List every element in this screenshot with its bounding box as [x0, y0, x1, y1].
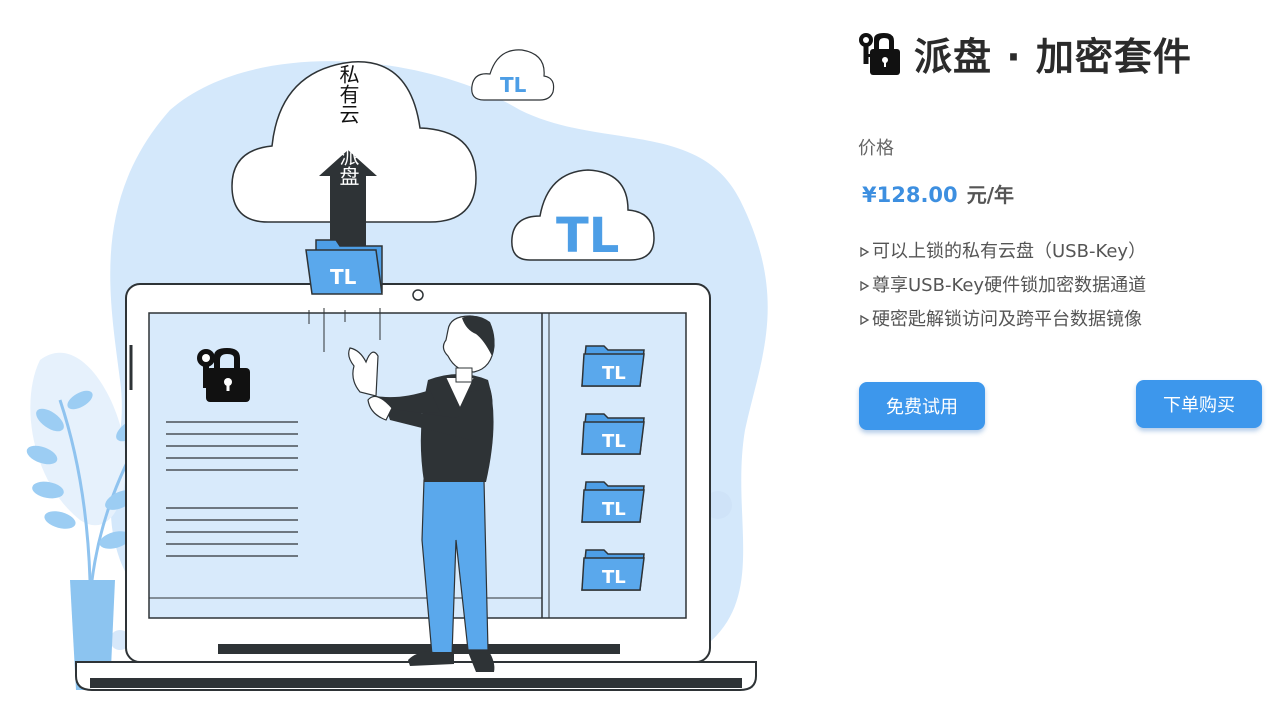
- svg-text:TL: TL: [602, 363, 626, 384]
- feature-text: 尊享USB-Key硬件锁加密数据通道: [872, 275, 1147, 296]
- price-row: ¥128.00 元/年: [862, 179, 1014, 208]
- logo-cloud-small: TL: [471, 49, 555, 101]
- folder-icon: TL: [581, 481, 645, 523]
- svg-text:TL: TL: [330, 265, 357, 289]
- padlock-key-icon: [859, 32, 900, 75]
- price-label: 价格: [858, 138, 894, 159]
- free-trial-button[interactable]: 免费试用: [859, 382, 985, 430]
- svg-text:TL: TL: [602, 499, 626, 520]
- feature-item: 可以上锁的私有云盘（USB-Key）: [858, 239, 1146, 273]
- cloud-label-private: 私有云: [336, 64, 360, 124]
- triangle-right-icon: [860, 280, 870, 292]
- feature-text: 硬密匙解锁访问及跨平台数据镜像: [872, 309, 1142, 330]
- product-panel: 派盘 · 加密套件 价格 ¥128.00 元/年 可以上锁的私有云盘（USB-K…: [858, 22, 1263, 442]
- feature-text: 可以上锁的私有云盘（USB-Key）: [872, 241, 1147, 262]
- feature-list: 可以上锁的私有云盘（USB-Key） 尊享USB-Key硬件锁加密数据通道 硬密…: [858, 239, 1146, 341]
- upload-folder-icon: TL: [305, 239, 383, 295]
- folder-icon: TL: [581, 549, 645, 591]
- hero-illustration: TL TL TL TL 私有云 派盘 TL TL TL: [26, 49, 768, 691]
- triangle-right-icon: [860, 246, 870, 258]
- laptop: [75, 283, 757, 691]
- title-row: 派盘 · 加密套件: [858, 26, 1192, 81]
- padlock-key-icon: [197, 348, 250, 402]
- buy-button[interactable]: 下单购买: [1136, 380, 1262, 428]
- arrow-label: 派盘: [336, 146, 360, 186]
- product-title: 派盘 · 加密套件: [914, 35, 1192, 79]
- triangle-right-icon: [860, 314, 870, 326]
- private-cloud: [231, 61, 477, 223]
- folder-icon: TL: [581, 413, 645, 455]
- svg-text:TL: TL: [602, 567, 626, 588]
- svg-text:TL: TL: [500, 73, 527, 97]
- logo-cloud-medium: TL: [511, 169, 655, 264]
- folder-icon: TL: [581, 345, 645, 387]
- price-unit: 元/年: [966, 183, 1015, 207]
- svg-text:TL: TL: [602, 431, 626, 452]
- feature-item: 硬密匙解锁访问及跨平台数据镜像: [858, 307, 1146, 341]
- upload-arrow: [319, 150, 377, 248]
- person-figure: [348, 315, 495, 672]
- svg-text:TL: TL: [556, 208, 619, 264]
- feature-item: 尊享USB-Key硬件锁加密数据通道: [858, 273, 1146, 307]
- price-value: ¥128.00: [862, 183, 958, 207]
